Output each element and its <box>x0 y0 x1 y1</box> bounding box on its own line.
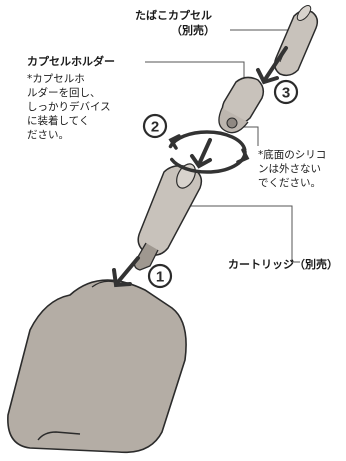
capsule-holder-label: カプセルホルダー <box>27 55 115 68</box>
step-3-circle <box>273 79 299 105</box>
step-3-number: 3 <box>282 85 290 102</box>
tobacco-capsule-label: たばこカプセル <box>135 9 212 22</box>
cartridge <box>133 163 203 271</box>
cartridge-label: カートリッジ（別売） <box>228 258 338 271</box>
capsule-holder <box>218 76 265 134</box>
usb-port <box>37 431 81 441</box>
insert-arrow-step3 <box>256 46 288 85</box>
silicone-note: *底面のシリコ ンは外さない でください。 <box>258 149 327 189</box>
step-2-circle <box>142 113 168 139</box>
step-1-number: 1 <box>156 269 164 286</box>
device-body <box>7 279 187 454</box>
tobacco-capsule-sold-separately: （別売） <box>171 24 215 37</box>
step-badges <box>142 79 299 289</box>
leader-cartridge <box>174 205 300 263</box>
rotate-arrow-step2 <box>167 130 250 174</box>
leader-capsule-holder <box>145 61 245 82</box>
capsule-holder-note: *カプセルホ ルダーを回し、 しっかりデバイス に装着してく ださい。 <box>27 73 111 141</box>
step-1-circle <box>147 263 173 289</box>
step-2-number: 2 <box>151 119 159 136</box>
insert-arrow-step1 <box>112 256 140 288</box>
tobacco-capsule <box>273 5 319 77</box>
down-arrow-step2 <box>190 138 212 169</box>
